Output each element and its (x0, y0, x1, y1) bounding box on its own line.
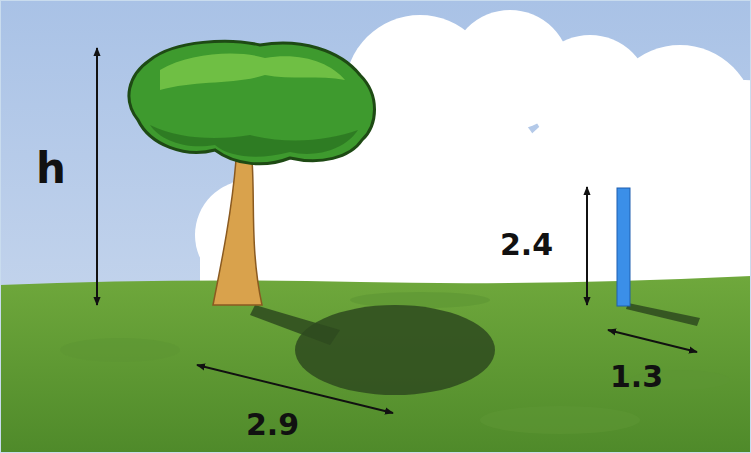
trunk-shadow (250, 305, 340, 345)
pole-height-arrow (586, 187, 588, 305)
tree-shadow (295, 305, 495, 395)
canopy-shade (150, 125, 358, 157)
height-arrow (96, 48, 98, 305)
dimension-label: 2.9 (246, 410, 299, 440)
pole-shadow (626, 303, 700, 326)
dimension-label: h (36, 148, 66, 190)
tree-trunk (213, 160, 262, 305)
dimension-label: 2.4 (500, 230, 553, 260)
measuring-pole (617, 188, 630, 306)
grass (0, 276, 751, 453)
tree-shadow-arrow (197, 365, 393, 413)
pole-shadow-arrow (608, 330, 697, 352)
grass-texture (60, 292, 730, 434)
dimension-arrows (97, 48, 697, 413)
tree-canopy (129, 41, 375, 163)
dimension-label: 1.3 (610, 362, 663, 392)
canopy-highlight (160, 54, 345, 90)
